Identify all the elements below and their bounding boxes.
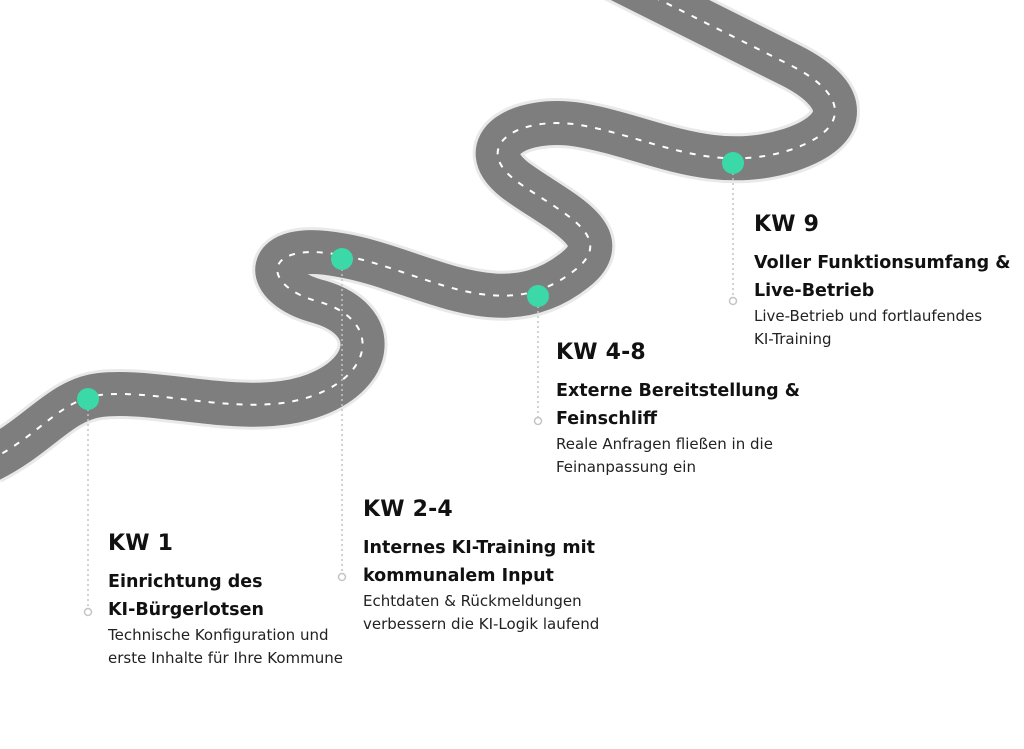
connectors (83, 163, 738, 617)
milestone-dot-kw9 (722, 152, 744, 174)
milestone-title-line: KI-Bürgerlotsen (108, 600, 264, 620)
milestone-title-line: Live-Betrieb (754, 281, 875, 301)
milestone-dots (77, 152, 744, 410)
milestone-dot-kw1 (77, 388, 99, 410)
milestone-desc-line: Live-Betrieb und fortlaufendes (754, 307, 983, 325)
milestone-title-line: Voller Funktionsumfang & (754, 253, 1011, 273)
milestone-desc-line: erste Inhalte für Ihre Kommune (108, 649, 343, 667)
milestone-title-line: Externe Bereitstellung & (556, 381, 801, 401)
milestone-dot-kw2-4 (331, 248, 353, 270)
milestone-desc-line: Technische Konfiguration und (108, 626, 329, 644)
connector-end-kw9 (728, 296, 738, 306)
milestone-week: KW 1 (108, 531, 174, 556)
connector-end-kw2-4 (337, 572, 347, 582)
milestone-kw9: KW 9 Voller Funktionsumfang & Live-Betri… (754, 212, 1011, 351)
milestone-week: KW 9 (754, 212, 820, 237)
connector-end-kw1 (83, 607, 93, 617)
milestone-title-line: Feinschliff (556, 409, 657, 429)
milestone-desc-line: Feinanpassung ein (556, 458, 696, 476)
milestone-title-line: Internes KI-Training mit (363, 538, 596, 558)
milestone-week: KW 2-4 (363, 497, 453, 522)
milestone-week: KW 4-8 (556, 340, 646, 365)
milestone-desc-line: verbessern die KI-Logik laufend (363, 615, 600, 633)
milestone-title-line: Einrichtung des (108, 572, 263, 592)
milestone-title-line: kommunalem Input (363, 566, 554, 586)
milestone-kw2-4: KW 2-4 Internes KI-Training mit kommunal… (363, 497, 599, 636)
milestone-desc-line: Echtdaten & Rückmeldungen (363, 592, 582, 610)
milestone-desc-line: KI-Training (754, 330, 832, 348)
milestone-kw1: KW 1 Einrichtung des KI-Bürgerlotsen Tec… (108, 531, 343, 670)
milestone-kw4-8: KW 4-8 Externe Bereitstellung & Feinschl… (556, 340, 800, 479)
milestone-desc-line: Reale Anfragen fließen in die (556, 435, 773, 453)
winding-road (0, 0, 860, 483)
lane-marking (0, 0, 835, 460)
connector-end-kw4-8 (533, 416, 543, 426)
milestone-dot-kw4-8 (527, 285, 549, 307)
